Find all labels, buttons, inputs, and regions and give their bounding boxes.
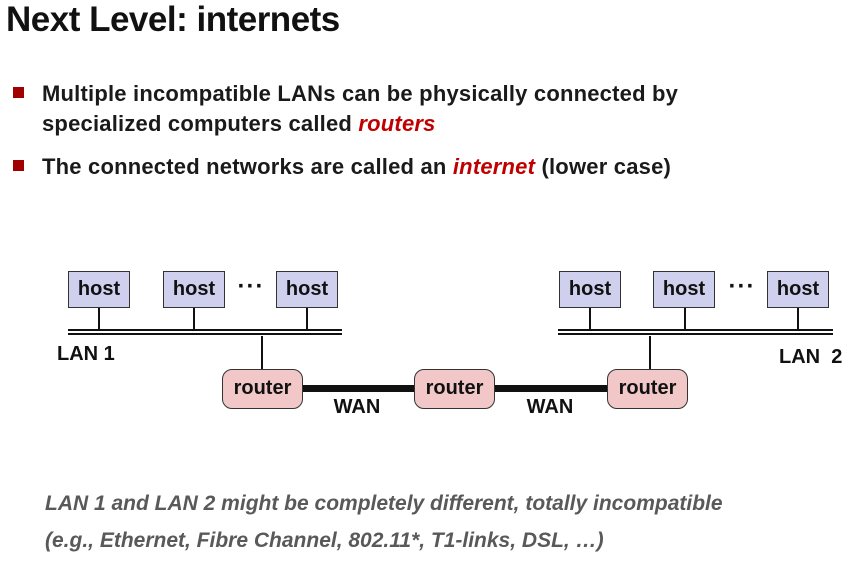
wan-label: WAN xyxy=(333,396,381,418)
router-box: router xyxy=(607,369,688,409)
bullet-item-1: Multiple incompatible LANs can be physic… xyxy=(13,79,849,139)
bullet-square-icon xyxy=(13,87,24,98)
host-box: host xyxy=(163,271,225,308)
router-box: router xyxy=(222,369,303,409)
bullet-list: Multiple incompatible LANs can be physic… xyxy=(13,79,849,195)
footnote-line-1: LAN 1 and LAN 2 might be completely diff… xyxy=(45,492,723,515)
host-box: host xyxy=(653,271,715,308)
router-connector-line xyxy=(261,336,263,370)
ellipsis-dots: ··· xyxy=(237,273,265,300)
host-connector-line xyxy=(98,308,100,330)
host-box: host xyxy=(559,271,621,308)
host-connector-line xyxy=(589,308,591,330)
lan1-bus-line xyxy=(68,329,342,336)
bullet-line: specialized computers called xyxy=(42,111,359,136)
router-connector-line xyxy=(649,336,651,370)
wan-label: WAN xyxy=(526,396,574,418)
lan2-bus-line xyxy=(558,329,833,336)
host-box: host xyxy=(276,271,338,308)
bullet-text: The connected networks are called an int… xyxy=(42,152,671,182)
bus-line-top xyxy=(558,329,833,331)
host-box: host xyxy=(68,271,130,308)
bus-line-bottom xyxy=(558,333,833,335)
bullet-text: Multiple incompatible LANs can be physic… xyxy=(42,79,678,139)
wan-link-line xyxy=(494,385,608,392)
bullet-line: Multiple incompatible LANs can be physic… xyxy=(42,81,679,106)
lan2-label: LAN 2 xyxy=(779,346,843,368)
bullet-square-icon xyxy=(13,160,24,171)
emphasis-word: routers xyxy=(358,111,436,136)
bullet-item-2: The connected networks are called an int… xyxy=(13,152,849,182)
bus-line-top xyxy=(68,329,342,331)
emphasis-word: internet xyxy=(452,154,536,179)
footnote-line-2: (e.g., Ethernet, Fibre Channel, 802.11*,… xyxy=(45,529,604,552)
host-connector-line xyxy=(306,308,308,330)
ellipsis-dots: ··· xyxy=(728,273,756,300)
host-connector-line xyxy=(797,308,799,330)
lan1-label: LAN 1 xyxy=(57,343,115,365)
bus-line-bottom xyxy=(68,333,342,335)
router-box: router xyxy=(414,369,495,409)
host-box: host xyxy=(767,271,829,308)
bullet-line: (lower case) xyxy=(535,154,672,179)
wan-link-line xyxy=(302,385,415,392)
host-connector-line xyxy=(193,308,195,330)
footnote: LAN 1 and LAN 2 might be completely diff… xyxy=(45,485,723,559)
bullet-line: The connected networks are called an xyxy=(42,154,453,179)
page-title: Next Level: internets xyxy=(6,0,340,39)
host-connector-line xyxy=(684,308,686,330)
